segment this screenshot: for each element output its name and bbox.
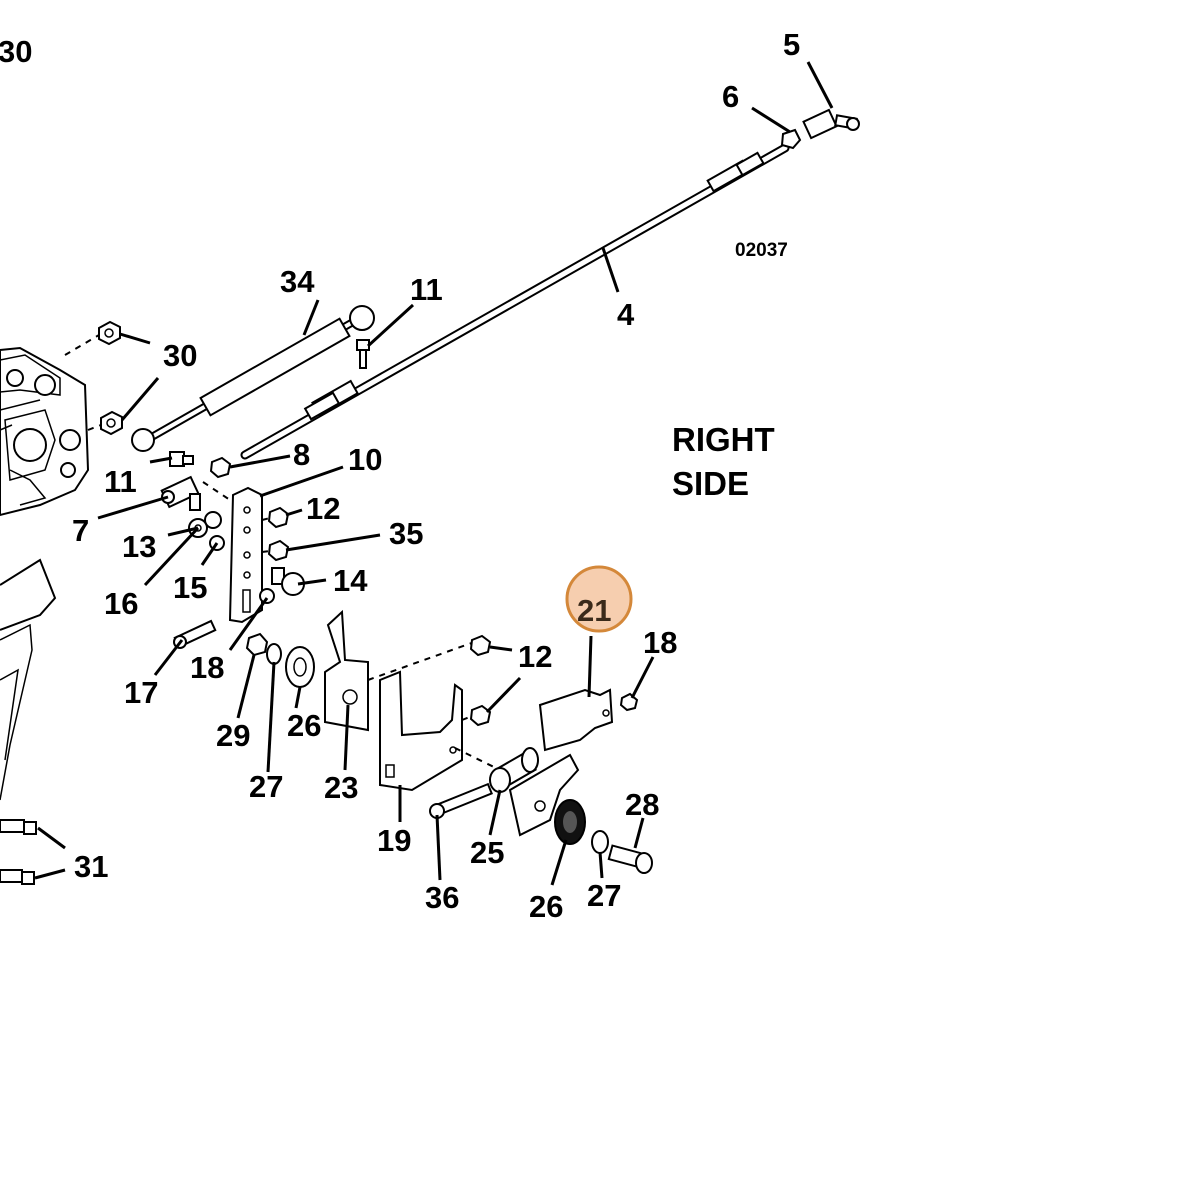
damper-34 bbox=[131, 305, 375, 452]
hydro-pump bbox=[0, 346, 90, 517]
callout-11: 11 bbox=[104, 464, 137, 499]
callout-11-top: 11 bbox=[410, 272, 443, 307]
callout-26-right: 26 bbox=[529, 889, 563, 924]
callout-10: 10 bbox=[348, 442, 382, 477]
leader-lines bbox=[34, 61, 834, 886]
idler-arm-25 bbox=[489, 747, 580, 837]
callout-14: 14 bbox=[333, 563, 368, 598]
rod-end-5 bbox=[802, 108, 860, 140]
callout-18-right: 18 bbox=[643, 625, 677, 660]
nut-30-upper bbox=[98, 320, 121, 346]
callout-12: 12 bbox=[306, 491, 340, 526]
callout-18-left: 18 bbox=[190, 650, 224, 685]
pulley-26-left bbox=[285, 646, 315, 688]
bracket-23 bbox=[324, 609, 369, 732]
bolts-31 bbox=[0, 819, 37, 885]
callout-34: 34 bbox=[280, 264, 315, 299]
callout-4: 4 bbox=[617, 297, 635, 332]
nut-12-right-upper bbox=[469, 634, 492, 657]
callout-26-left: 26 bbox=[287, 708, 321, 743]
nut-8 bbox=[209, 456, 232, 479]
diagram-code: 02037 bbox=[735, 240, 788, 261]
bracket-19 bbox=[379, 670, 463, 792]
frame-left bbox=[0, 558, 57, 801]
callout-27-left: 27 bbox=[249, 769, 283, 804]
pulley-26-right bbox=[554, 799, 586, 845]
callout-12-right: 12 bbox=[518, 639, 552, 674]
callout-23: 23 bbox=[324, 770, 358, 805]
callout-7: 7 bbox=[72, 513, 89, 548]
callout-13: 13 bbox=[122, 529, 156, 564]
rod-4 bbox=[240, 143, 790, 460]
callout-19: 19 bbox=[377, 823, 411, 858]
callout-25: 25 bbox=[470, 835, 504, 870]
nut-18-left bbox=[259, 588, 275, 604]
nut-6 bbox=[780, 128, 802, 150]
callout-17: 17 bbox=[124, 675, 158, 710]
nut-35 bbox=[267, 539, 290, 562]
nut-18-right bbox=[619, 692, 639, 712]
callout-16: 16 bbox=[104, 586, 138, 621]
callout-28: 28 bbox=[625, 787, 659, 822]
bolt-11-top bbox=[356, 339, 370, 369]
bolt-28 bbox=[607, 844, 653, 874]
highlight-circle bbox=[565, 565, 633, 633]
callout-35: 35 bbox=[389, 516, 423, 551]
nut-12-right-lower bbox=[469, 704, 492, 727]
callout-21: 21 bbox=[577, 593, 611, 628]
callout-36: 36 bbox=[425, 880, 459, 915]
callout-6: 6 bbox=[722, 79, 739, 114]
callout-15: 15 bbox=[173, 570, 207, 605]
bracket-10 bbox=[228, 486, 263, 624]
ball-joint-7 bbox=[160, 475, 201, 511]
callout-30-top: 30 bbox=[0, 34, 32, 69]
callout-31: 31 bbox=[74, 849, 108, 884]
washer-27-left bbox=[266, 643, 282, 665]
bracket-21 bbox=[538, 688, 614, 752]
nut-29 bbox=[245, 632, 269, 657]
bolt-14 bbox=[271, 567, 305, 596]
side-label-line2: SIDE bbox=[672, 465, 749, 502]
nut-30-lower bbox=[100, 410, 123, 436]
bolt-11-left bbox=[169, 451, 194, 467]
washer-27-right bbox=[591, 830, 609, 854]
callout-30: 30 bbox=[163, 338, 197, 373]
callout-29: 29 bbox=[216, 718, 250, 753]
callout-27-right: 27 bbox=[587, 878, 621, 913]
side-label-line1: RIGHT bbox=[672, 421, 775, 458]
callout-5: 5 bbox=[783, 27, 800, 62]
callout-8: 8 bbox=[293, 437, 310, 472]
nut-12 bbox=[267, 506, 290, 529]
bolt-36 bbox=[429, 782, 493, 819]
